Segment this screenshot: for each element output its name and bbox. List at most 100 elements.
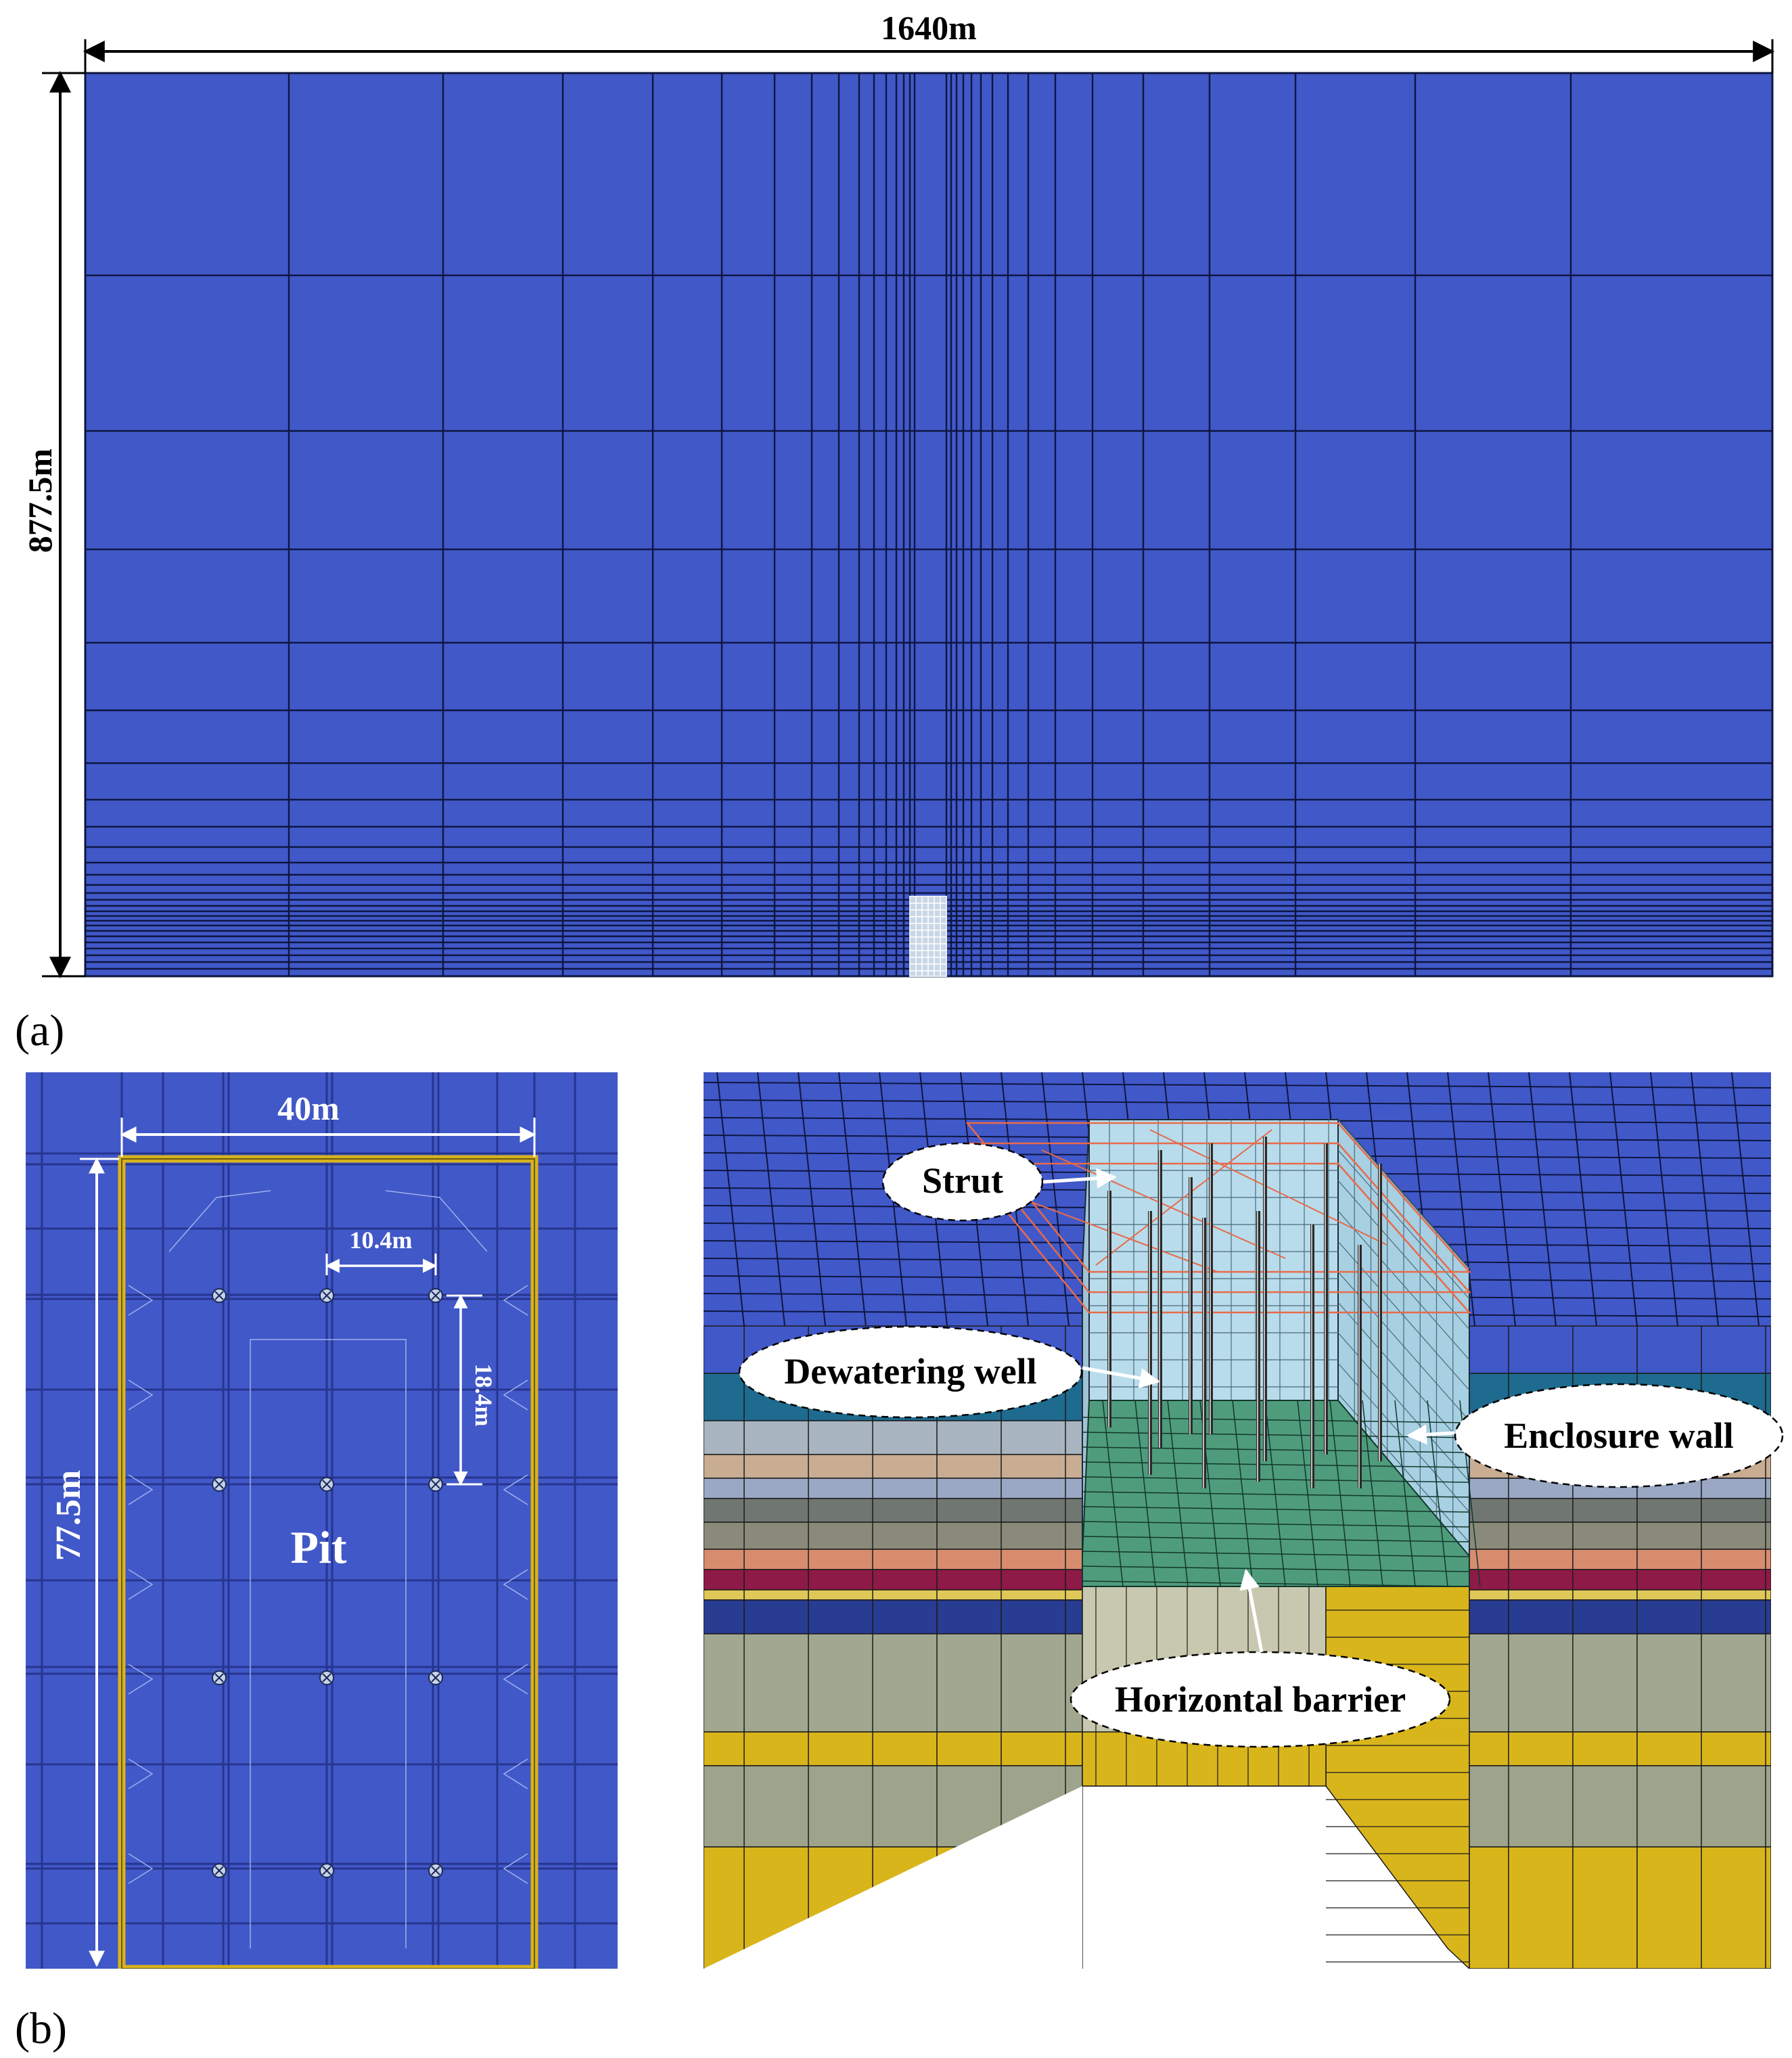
soil-layer-right <box>1469 1731 1771 1766</box>
plan-width-dimension: 40m <box>120 1089 536 1157</box>
plan-length-dimension: 77.5m <box>49 1157 119 1967</box>
barrier-mesh-line <box>1082 1491 1470 1498</box>
surface-mesh-line <box>1447 1072 1475 1327</box>
plan-inner-line <box>128 1474 154 1505</box>
panel-a-mesh <box>84 72 1774 978</box>
soil-layer-left <box>704 1731 1083 1766</box>
callout-dewatering-well-label: Dewatering well <box>784 1351 1036 1392</box>
callout-enclosure-wall: Enclosure wall <box>1406 1383 1784 1488</box>
plan-inner-lines <box>128 1190 528 1948</box>
surface-mesh-line <box>716 1072 745 1327</box>
wall-mesh-line <box>1337 1149 1470 1300</box>
plan-length-label: 77.5m <box>49 1470 88 1561</box>
well-marker-cross <box>431 1866 440 1875</box>
barrier-mesh-line <box>1082 1580 1470 1587</box>
barrier-mesh-line <box>1427 1400 1448 1587</box>
well-spacing-x-dimension: 10.4m <box>325 1227 438 1275</box>
soil-layer-right <box>1469 1522 1771 1550</box>
wall-mesh-line <box>1337 1180 1470 1330</box>
callout-enclosure-wall-label: Enclosure wall <box>1504 1415 1734 1456</box>
callout-strut: Strut <box>881 1142 1117 1222</box>
well-marker-cross <box>322 1673 331 1683</box>
well-marker-cross <box>214 1291 224 1300</box>
strut-ring <box>965 1142 1471 1294</box>
plan-inner-line <box>503 1285 528 1316</box>
well-spacing-y-label: 18.4m <box>470 1364 497 1427</box>
strut-ring <box>965 1122 1471 1273</box>
soil-layer-left <box>704 1589 1083 1601</box>
panel-a-width-dimension: 1640m <box>83 9 1775 73</box>
barrier-mesh-line <box>1082 1536 1470 1542</box>
soil-layer-left <box>704 1549 1083 1570</box>
barrier-mesh-line <box>1394 1400 1416 1587</box>
surface-mesh-line <box>704 1082 1771 1089</box>
barrier-mesh-line <box>1102 1400 1124 1587</box>
wall-mesh-line <box>1337 1119 1470 1269</box>
dewatering-wells <box>1107 1137 1382 1488</box>
barrier-mesh-line <box>1082 1446 1470 1453</box>
well-marker-cross <box>214 1866 224 1875</box>
plan-inner-line <box>385 1190 488 1252</box>
plan-inner-line <box>503 1379 528 1411</box>
surface-mesh-line <box>798 1072 826 1327</box>
soil-layer-left <box>704 1420 1083 1455</box>
panel-a-label: (a) <box>15 1006 64 1055</box>
soil-layer-right <box>1469 1498 1771 1523</box>
barrier-mesh-line <box>1082 1476 1470 1483</box>
well-marker-cross <box>214 1480 224 1489</box>
panel-a-height-label: 877.5m <box>21 449 59 553</box>
pit-label: Pit <box>290 1522 346 1573</box>
well-spacing-y-dimension: 18.4m <box>446 1294 497 1486</box>
plan-inner-line <box>128 1569 154 1600</box>
plan-background <box>26 1072 618 1969</box>
soil-layer-left <box>704 1454 1083 1479</box>
panel-a-domain <box>84 72 1774 978</box>
panel-a-width-label: 1640m <box>881 9 977 47</box>
panel-a-height-dimension: 877.5m <box>21 70 85 979</box>
plan-inner-line <box>503 1758 528 1789</box>
soil-layer-right <box>1469 1589 1771 1601</box>
plan-inner-line <box>128 1664 154 1695</box>
soil-layer-left <box>704 1478 1083 1499</box>
panel-b-label: (b) <box>15 2004 67 2053</box>
barrier-mesh-line <box>1082 1417 1470 1423</box>
surface-mesh-line <box>1528 1072 1557 1327</box>
soil-layer-right <box>1469 1599 1771 1634</box>
barrier-mesh-line <box>1167 1400 1189 1587</box>
surface-mesh-line <box>1569 1072 1597 1327</box>
surface-mesh-line <box>1731 1072 1760 1327</box>
well-spacing-x-label: 10.4m <box>350 1227 413 1254</box>
panel-b-3d-model <box>704 1072 1771 1969</box>
soil-layer-left <box>704 1498 1083 1523</box>
callout-strut-label: Strut <box>922 1160 1003 1201</box>
soil-layer-left <box>704 1569 1083 1591</box>
well-marker-cross <box>322 1866 331 1875</box>
plan-inner-line <box>503 1569 528 1600</box>
well-marker-cross <box>322 1480 331 1489</box>
soil-layer-right <box>1469 1569 1771 1591</box>
barrier-mesh-line <box>1082 1461 1470 1468</box>
well-marker-cross <box>431 1673 440 1683</box>
plan-inner-line <box>128 1285 154 1316</box>
soil-layer-left <box>704 1599 1083 1634</box>
well-marker-cross <box>431 1291 440 1300</box>
plan-inner-line <box>503 1664 528 1695</box>
panel-b-plan <box>26 1072 618 1969</box>
plan-inner-line <box>503 1474 528 1505</box>
soil-layer-left <box>704 1522 1083 1550</box>
surface-mesh-line <box>1041 1072 1070 1327</box>
barrier-mesh-line <box>1134 1400 1156 1587</box>
barrier-mesh-line <box>1082 1432 1470 1438</box>
cutaway-void <box>704 1786 1082 1969</box>
barrier-mesh-line <box>1329 1400 1351 1587</box>
plan-inner-line <box>128 1853 154 1884</box>
plan-width-label: 40m <box>277 1089 340 1127</box>
well-marker-cross <box>431 1480 440 1489</box>
plan-inner-line <box>168 1190 271 1252</box>
plan-inner-line <box>250 1339 407 1948</box>
soil-layer-right <box>1469 1549 1771 1570</box>
callout-horizontal-barrier: Horizontal barrier <box>1070 1569 1451 1748</box>
well-marker-cross <box>214 1673 224 1683</box>
strut-member <box>1095 1129 1272 1266</box>
strut-member <box>1041 1149 1286 1259</box>
